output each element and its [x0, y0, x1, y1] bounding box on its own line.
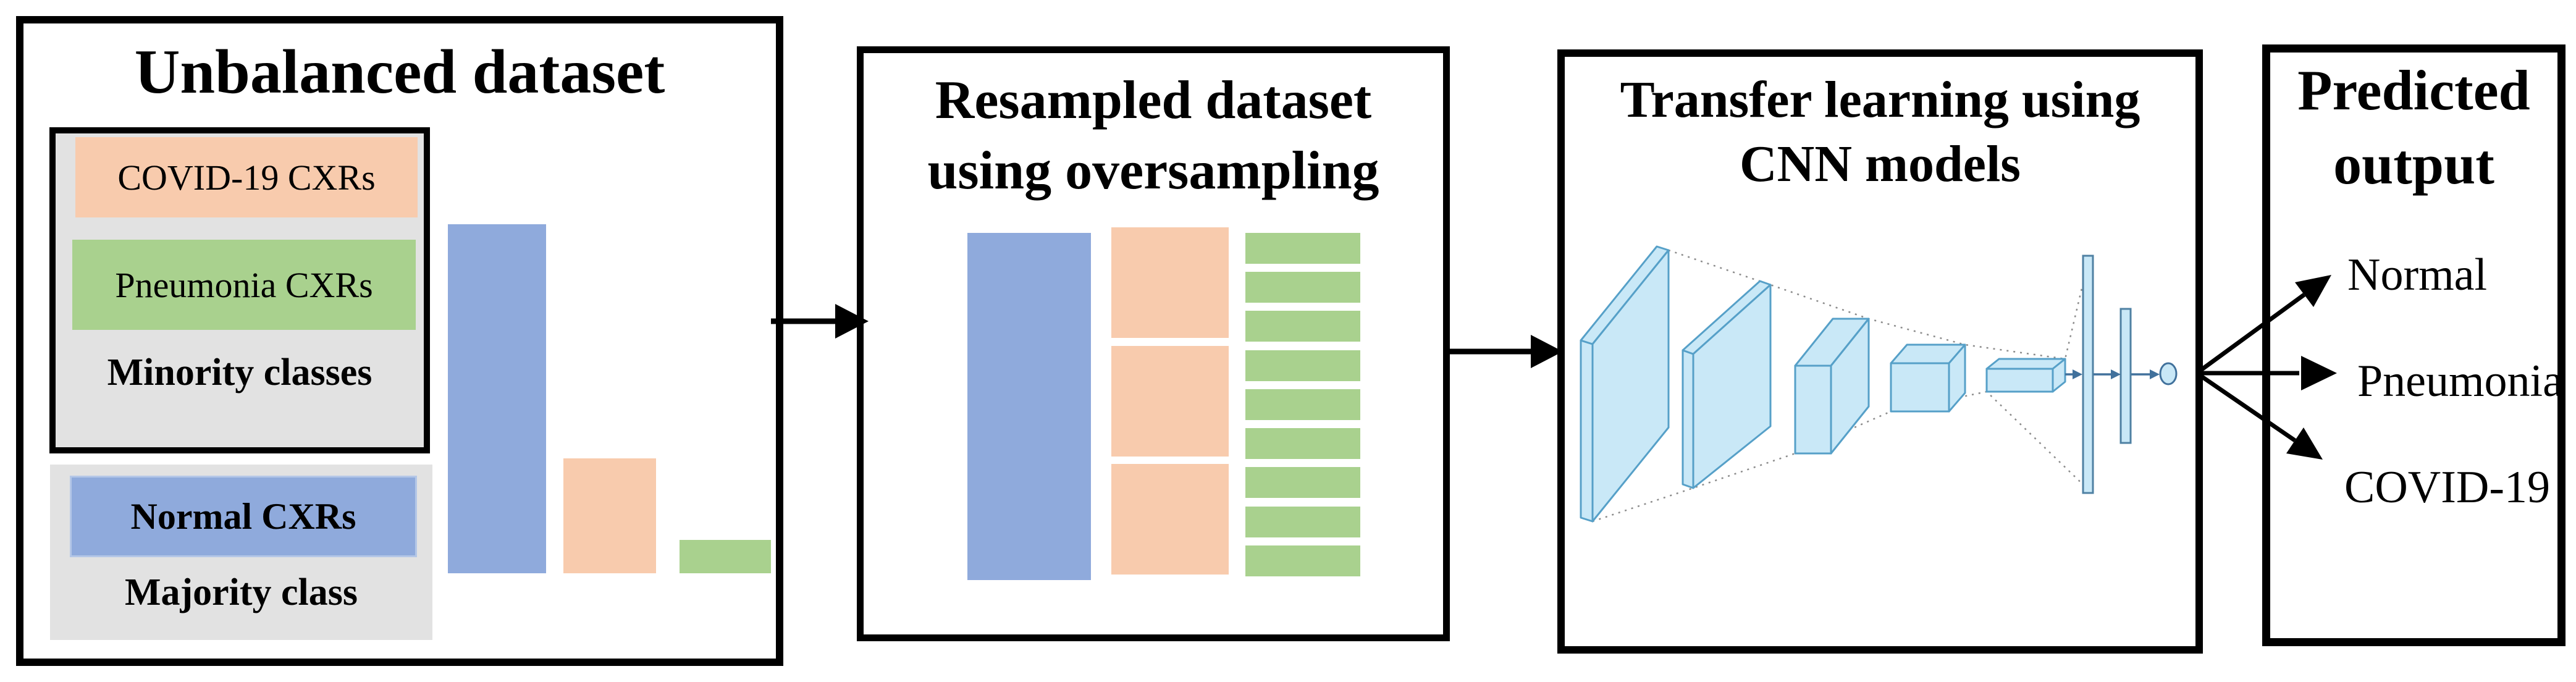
majority-class-caption: Majority class	[124, 571, 358, 613]
panel3-title: Transfer learning using CNN models	[1565, 68, 2195, 196]
resampled-block-pneumonia-cxrs-6	[1245, 428, 1360, 459]
panel2-title-line2: using oversampling	[927, 140, 1379, 201]
unbalanced-bar-covid-19-cxrs	[563, 458, 656, 573]
panel-transfer-learning: Transfer learning using CNN models	[1557, 49, 2203, 654]
majority-class-group: Normal CXRs Majority class	[50, 465, 432, 640]
covid-legend-box: COVID-19 CXRs	[75, 137, 418, 217]
resampled-block-pneumonia-cxrs-9	[1245, 545, 1360, 576]
resampled-block-covid-19-cxrs-3	[1111, 464, 1229, 575]
normal-legend-label: Normal CXRs	[130, 495, 356, 537]
panel-resampled-dataset: Resampled dataset using oversampling	[857, 46, 1450, 641]
output-label-pneumonia: Pneumonia	[2357, 356, 2563, 406]
panel3-title-line1: Transfer learning using	[1620, 71, 2140, 128]
arrow-unbalanced-to-resampled	[771, 304, 869, 339]
pneumonia-legend-label: Pneumonia CXRs	[115, 264, 373, 305]
minority-classes-group: COVID-19 CXRs Pneumonia CXRs Minority cl…	[49, 127, 430, 453]
covid-legend-label: COVID-19 CXRs	[117, 157, 376, 198]
panel2-title: Resampled dataset using oversampling	[864, 65, 1443, 206]
resampled-block-pneumonia-cxrs-2	[1245, 272, 1360, 303]
panel4-title: Predicted output	[2270, 54, 2557, 201]
resampled-block-covid-19-cxrs-2	[1111, 346, 1229, 457]
resampled-block-pneumonia-cxrs-5	[1245, 389, 1360, 420]
unbalanced-bar-pneumonia-cxrs	[680, 540, 771, 573]
resampled-block-pneumonia-cxrs-7	[1245, 467, 1360, 498]
output-label-normal: Normal	[2347, 250, 2488, 300]
arrow-resampled-to-cnn	[1443, 335, 1563, 368]
resampled-block-covid-19-cxrs-1	[1111, 227, 1229, 338]
pneumonia-legend-box: Pneumonia CXRs	[72, 240, 416, 330]
unbalanced-bar-normal-cxrs	[448, 224, 546, 573]
resampled-block-pneumonia-cxrs-3	[1245, 311, 1360, 342]
resampled-block-pneumonia-cxrs-8	[1245, 507, 1360, 537]
minority-classes-caption: Minority classes	[107, 352, 373, 394]
resampled-block-pneumonia-cxrs-4	[1245, 350, 1360, 381]
panel-unbalanced-dataset: Unbalanced dataset COVID-19 CXRs Pneumon…	[16, 16, 783, 666]
panel-predicted-output: Predicted output Normal Pneumonia COVID-…	[2262, 44, 2565, 646]
resampled-block-pneumonia-cxrs-1	[1245, 233, 1360, 264]
resampled-block-normal-cxrs-1	[967, 233, 1091, 580]
panel3-title-line2: CNN models	[1740, 135, 2021, 193]
panel4-title-line1: Predicted	[2297, 59, 2530, 122]
output-label-covid19: COVID-19	[2344, 462, 2550, 513]
normal-legend-box: Normal CXRs	[70, 476, 417, 557]
panel2-title-line1: Resampled dataset	[935, 70, 1372, 130]
panel4-title-line2: output	[2333, 132, 2494, 196]
panel1-title: Unbalanced dataset	[134, 37, 665, 107]
